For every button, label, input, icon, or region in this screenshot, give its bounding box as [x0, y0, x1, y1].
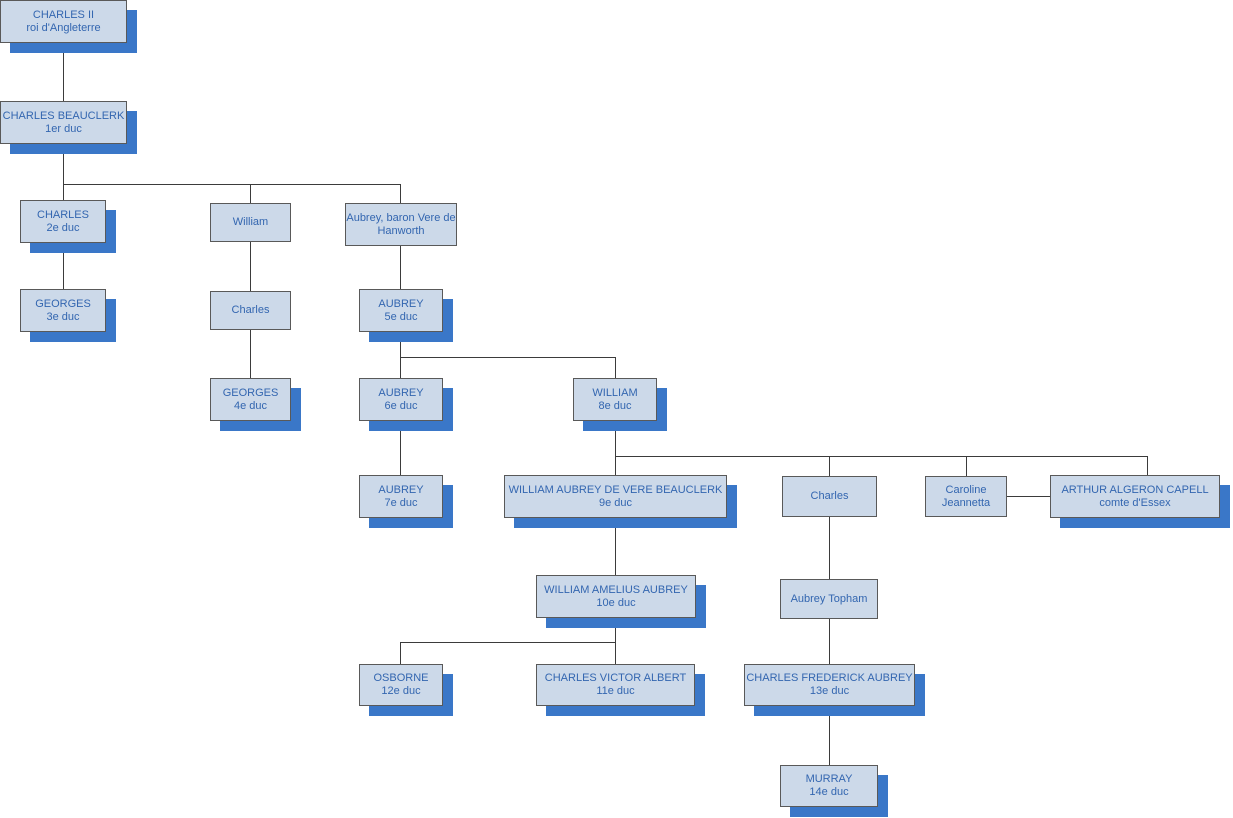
- connector-line: [615, 456, 1147, 457]
- person-title: 14e duc: [809, 786, 849, 798]
- person-name: WILLIAM AMELIUS AUBREY: [544, 583, 688, 596]
- connector-line: [829, 619, 830, 665]
- person-node-william1[interactable]: William: [210, 203, 291, 242]
- person-name: CHARLES BEAUCLERK: [2, 109, 125, 122]
- connector-line: [615, 618, 616, 643]
- connector-line: [400, 184, 401, 204]
- person-name: Aubrey, baron Vere de Hanworth: [346, 211, 456, 237]
- person-name: WILLIAM AUBREY DE VERE BEAUCLERK: [508, 483, 723, 496]
- connector-line: [615, 456, 616, 476]
- connector-line: [63, 243, 64, 290]
- person-name: AUBREY: [378, 297, 424, 310]
- connector-line: [400, 357, 401, 379]
- person-name: Caroline Jeannetta: [941, 483, 991, 509]
- connector-line: [829, 706, 830, 766]
- connector-line: [400, 421, 401, 476]
- connector-line: [829, 456, 830, 477]
- connector-line: [1007, 496, 1051, 497]
- connector-line: [615, 518, 616, 576]
- person-title: 9e duc: [598, 496, 633, 509]
- person-node-aubreyvere[interactable]: Aubrey, baron Vere de Hanworth: [345, 203, 457, 246]
- connector-line: [400, 357, 616, 358]
- person-name: GEORGES: [35, 297, 91, 310]
- connector-line: [63, 184, 64, 201]
- person-name: CHARLES FREDERICK AUBREY: [746, 672, 913, 685]
- connector-line: [250, 184, 251, 204]
- person-title: 10e duc: [596, 596, 636, 609]
- person-title: roi d'Angleterre: [26, 21, 101, 34]
- person-title: 2e duc: [46, 221, 80, 234]
- connector-line: [400, 642, 401, 665]
- person-name: ARTHUR ALGERON CAPELL: [1061, 483, 1209, 496]
- person-name: CHARLES: [37, 208, 89, 221]
- person-name: Charles: [810, 490, 849, 503]
- connector-line: [250, 242, 251, 292]
- connector-line: [63, 43, 64, 101]
- person-title: comte d'Essex: [1099, 496, 1171, 509]
- person-node-charles_b[interactable]: Charles: [210, 291, 291, 330]
- person-name: AUBREY: [378, 483, 424, 496]
- person-name: Aubrey Topham: [790, 592, 868, 605]
- connector-line: [400, 332, 401, 358]
- person-title: 1er duc: [45, 122, 82, 135]
- person-name: AUBREY: [378, 386, 424, 399]
- person-name: MURRAY: [805, 773, 853, 786]
- connector-line: [966, 456, 967, 477]
- person-name: Charles: [231, 304, 270, 317]
- person-name: William: [232, 216, 269, 229]
- connector-line: [615, 357, 616, 379]
- person-title: 8e duc: [598, 399, 632, 412]
- person-node-caroline[interactable]: Caroline Jeannetta: [925, 476, 1007, 517]
- connector-line: [400, 246, 401, 290]
- person-node-topham[interactable]: Aubrey Topham: [780, 579, 878, 619]
- person-title: 7e duc: [384, 496, 418, 509]
- person-title: 11e duc: [596, 685, 635, 697]
- person-title: 5e duc: [384, 310, 418, 323]
- connector-line: [63, 144, 64, 185]
- connector-line: [615, 421, 616, 457]
- person-name: GEORGES: [222, 386, 279, 399]
- person-node-charles_c[interactable]: Charles: [782, 476, 877, 517]
- person-name: WILLIAM: [592, 386, 638, 399]
- connector-line: [250, 330, 251, 379]
- person-title: 13e duc: [809, 685, 850, 697]
- connector-line: [829, 517, 830, 580]
- connector-line: [615, 642, 616, 665]
- person-title: 3e duc: [46, 310, 80, 323]
- person-title: 4e duc: [233, 399, 268, 412]
- person-name: OSBORNE: [373, 672, 429, 685]
- person-title: 12e duc: [381, 685, 421, 697]
- connector-line: [400, 642, 616, 643]
- person-name: CHARLES II: [32, 8, 95, 21]
- person-name: CHARLES VICTOR ALBERT: [544, 672, 687, 685]
- connector-line: [63, 184, 401, 185]
- connector-line: [1147, 456, 1148, 476]
- person-title: 6e duc: [384, 399, 418, 412]
